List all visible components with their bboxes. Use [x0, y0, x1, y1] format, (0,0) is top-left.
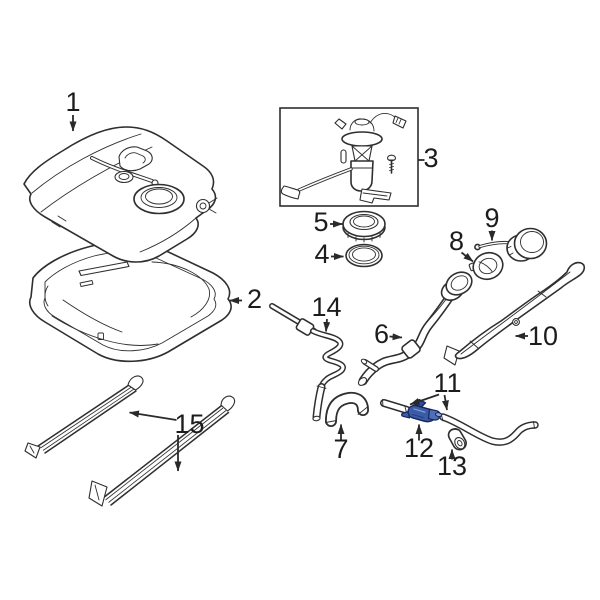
- callout-label-1[interactable]: 1: [65, 87, 80, 117]
- part-14-vapor-tube[interactable]: [269, 303, 346, 422]
- pump-assembly-box: [279, 107, 419, 207]
- part-2-skid-plate[interactable]: [29, 241, 232, 363]
- callout-label-9[interactable]: 9: [484, 203, 499, 233]
- part-3-fuel-pump-assembly[interactable]: [279, 107, 419, 207]
- callout-label-7[interactable]: 7: [333, 434, 348, 464]
- part-12-check-valve-highlighted[interactable]: [401, 398, 443, 423]
- callout-label-5[interactable]: 5: [313, 207, 328, 237]
- part-8-filler-neck-seal[interactable]: [467, 249, 506, 285]
- part-11-vent-hoses[interactable]: [380, 399, 539, 446]
- part-9-cap-tether[interactable]: [474, 227, 548, 262]
- fuel-cap[interactable]: [506, 227, 548, 262]
- callout-label-13[interactable]: 13: [437, 451, 467, 481]
- callout-arrows: [69, 115, 528, 472]
- part-10-filler-pipe-shield[interactable]: [443, 261, 586, 366]
- part-13-grommet[interactable]: [447, 428, 467, 451]
- callout-11-arrow-b: [441, 394, 449, 411]
- part-5-lock-ring[interactable]: [342, 210, 386, 243]
- callout-labels: 1 2 3 4 5 6 7 8 9 10 11 12 13 14 15: [65, 87, 558, 481]
- callout-label-6[interactable]: 6: [374, 319, 389, 349]
- callout-label-10[interactable]: 10: [528, 321, 558, 351]
- callout-label-11[interactable]: 11: [433, 368, 461, 398]
- part-15-tank-straps[interactable]: [24, 375, 236, 507]
- valve-barrel: [427, 408, 441, 421]
- callout-label-14[interactable]: 14: [311, 292, 341, 322]
- callout-6-arrow: [389, 333, 403, 341]
- callout-label-8[interactable]: 8: [449, 226, 464, 256]
- part-6-filler-pipe[interactable]: [357, 268, 476, 387]
- callout-label-3[interactable]: 3: [423, 143, 438, 173]
- part-7-filler-hose[interactable]: [325, 391, 369, 427]
- callout-15-arrow-a: [129, 410, 177, 421]
- callout-8-arrow: [460, 251, 474, 263]
- callout-label-12[interactable]: 12: [404, 433, 434, 463]
- valve-sheen-line: [413, 408, 426, 413]
- callout-14-arrow: [323, 318, 331, 332]
- valve-barrel-end: [434, 412, 443, 418]
- callout-11-arrow-a: [409, 393, 440, 406]
- part-4-seal[interactable]: [345, 243, 383, 268]
- callout-label-2[interactable]: 2: [247, 284, 262, 314]
- valve-shade-line: [411, 413, 425, 419]
- callout-label-4[interactable]: 4: [314, 239, 329, 269]
- part-1-fuel-tank[interactable]: [23, 126, 218, 263]
- callout-label-15[interactable]: 15: [174, 409, 204, 439]
